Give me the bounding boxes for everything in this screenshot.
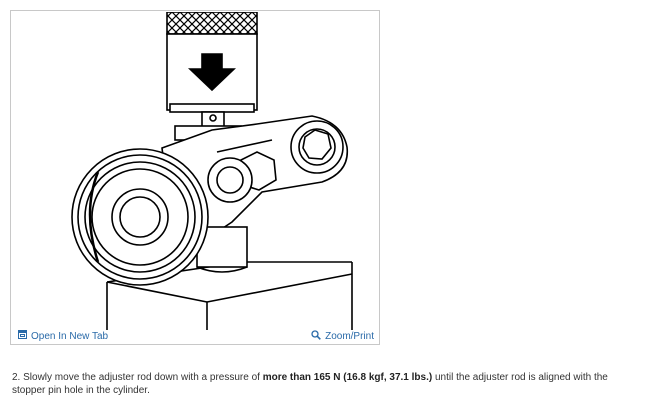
open-in-new-tab-link[interactable]: Open In New Tab bbox=[18, 330, 108, 342]
step-text-bold: more than 165 N (16.8 kgf, 37.1 lbs.) bbox=[262, 372, 433, 383]
figure-footer: Open In New Tab Zoom/Print bbox=[11, 329, 379, 344]
zoom-print-link[interactable]: Zoom/Print bbox=[311, 330, 374, 343]
open-in-new-tab-label: Open In New Tab bbox=[31, 330, 109, 342]
figure-frame: Open In New Tab Zoom/Print bbox=[10, 10, 380, 345]
zoom-print-label: Zoom/Print bbox=[325, 331, 374, 342]
step-text-before: Slowly move the adjuster rod down with a… bbox=[23, 372, 263, 383]
step-text-after: until the adjuster rod is aligned with t… bbox=[12, 372, 608, 396]
magnifier-icon bbox=[311, 330, 321, 343]
instruction-step: 2. Slowly move the adjuster rod down wit… bbox=[12, 371, 640, 397]
new-tab-icon bbox=[18, 330, 27, 342]
technical-illustration bbox=[12, 12, 378, 330]
step-number: 2. bbox=[12, 372, 21, 383]
